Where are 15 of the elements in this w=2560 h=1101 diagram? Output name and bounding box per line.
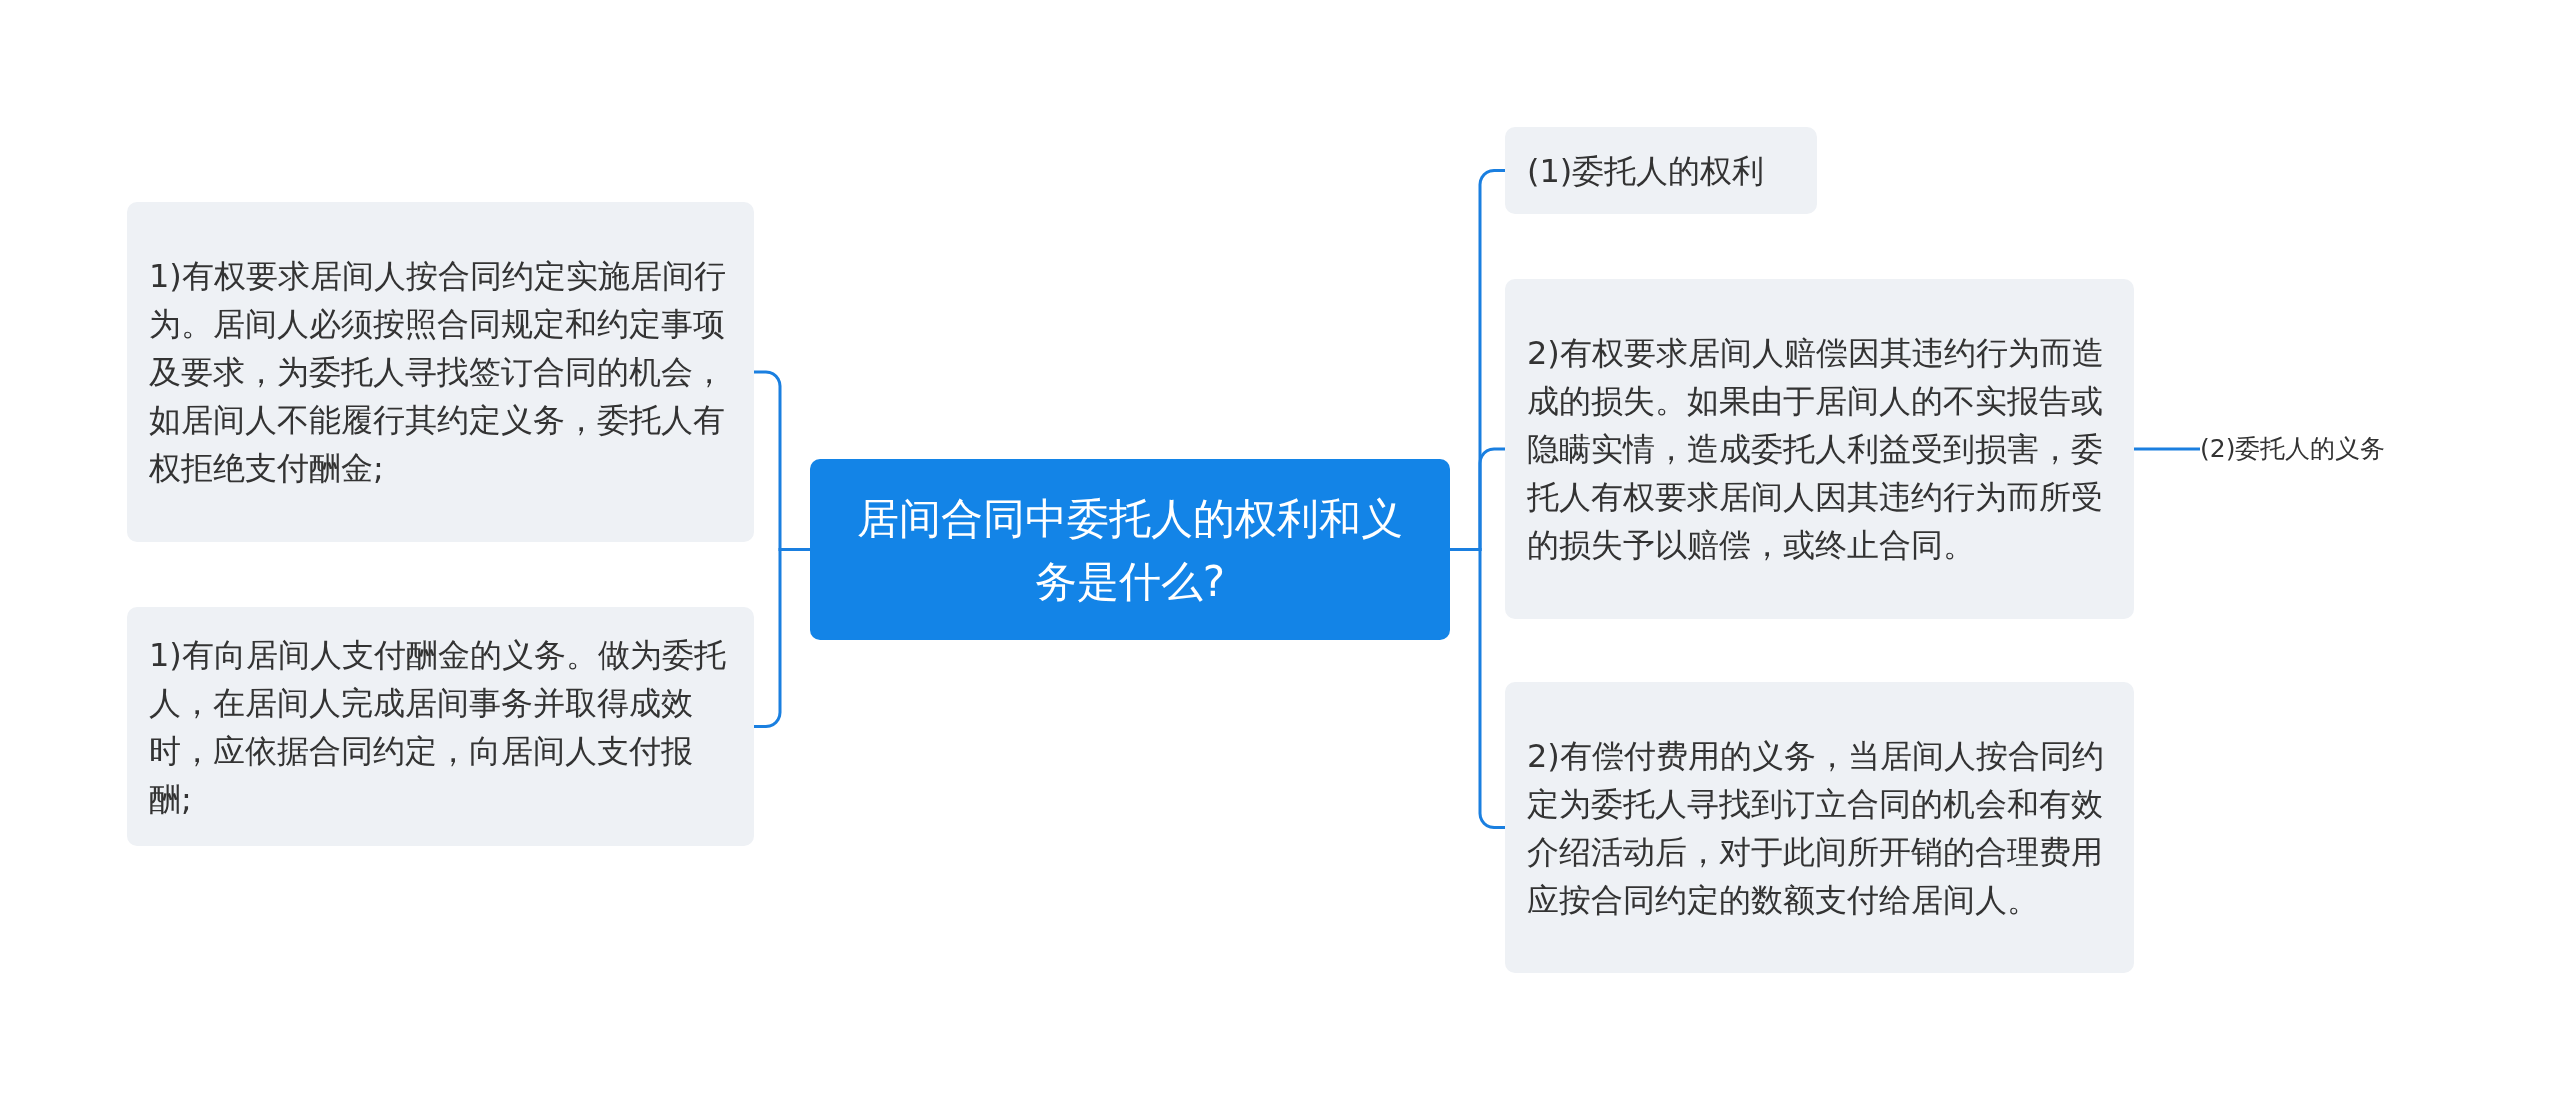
topic-box <box>1505 127 1817 214</box>
connector-line <box>754 548 810 728</box>
central-topic-box <box>810 459 1450 640</box>
topic-box <box>1505 682 2134 973</box>
connector-line <box>2134 447 2200 451</box>
topic-box <box>1505 279 2134 619</box>
topic-text: 2)有权要求居间人赔偿因其违约行为而造成的损失。如果由于居间人的不实报告或隐瞒实情，造成委托人利益受到损害，委托人有权要求居间人因其违约行为而所受的损失予以赔偿，或终止合同。 <box>1527 333 2105 566</box>
topic-text: (1)委托人的权利 <box>1527 150 1766 192</box>
central-topic-text: 居间合同中委托人的权利和义务是什么? <box>856 492 1404 608</box>
topic-box <box>127 607 754 846</box>
topic-text: 2)有偿付费用的义务，当居间人按合同约定为委托人寻找到订立合同的机会和有效介绍活动后，对于此间所开销的合理费用应按合同约定的数额支付给居间人。 <box>1527 735 2105 921</box>
topic-text: 1)有向居间人支付酬金的义务。做为委托人，在居间人完成居间事务并取得成效时，应依据合同约定，向居间人支付报酬; <box>149 634 727 820</box>
topic-label: (2)委托人的义务 <box>2200 433 2387 466</box>
topic-box <box>127 202 754 542</box>
topic-text: 1)有权要求居间人按合同约定实施居间行为。居间人必须按照合同规定和约定事项及要求，为委托人寻找签订合同的机会，如居间人不能履行其约定义务，委托人有权拒绝支付酬金; <box>149 256 727 489</box>
